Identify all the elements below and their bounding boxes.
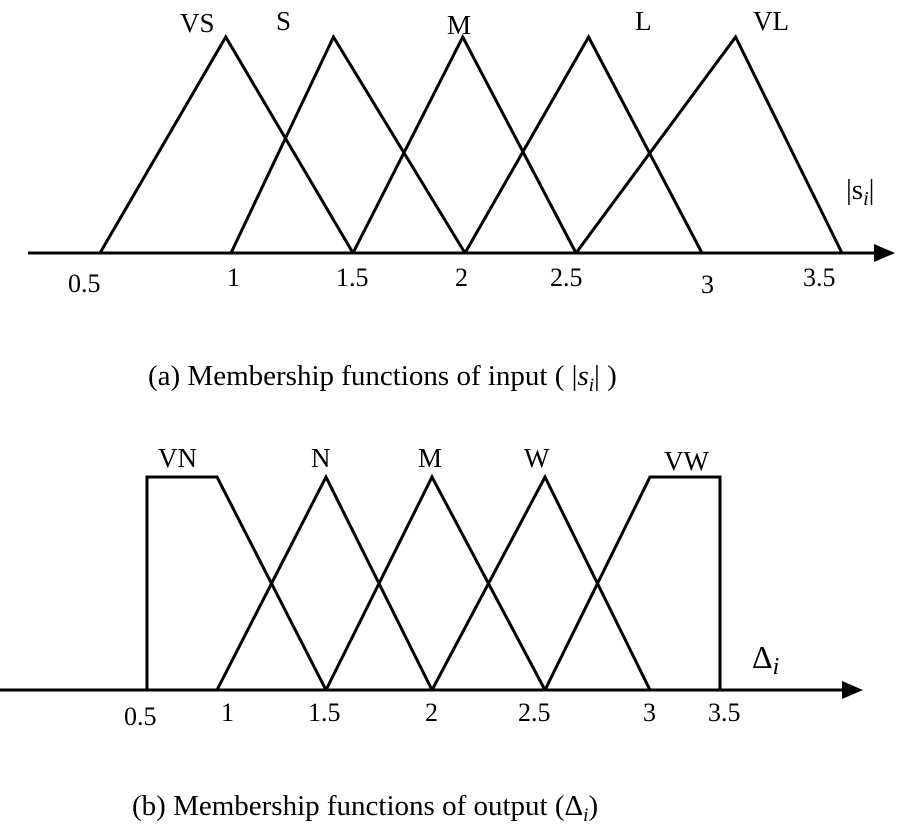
tick-label: 3.5: [708, 698, 741, 727]
tick-label: 1.5: [336, 263, 369, 292]
set-label-s: S: [276, 6, 291, 36]
axis-arrow-icon: [842, 681, 863, 699]
set-label-m: M: [447, 10, 471, 40]
axis-label: Δi: [752, 639, 779, 680]
input-chart: VS S M L VL |si| 0.5 1 1.5 2 2.5 3 3.5 (…: [28, 6, 895, 396]
membership-s: [229, 33, 467, 254]
tick-label: 2: [425, 698, 438, 727]
tick-label: 0.5: [124, 702, 157, 731]
set-label-l: L: [635, 6, 652, 36]
axis-arrow-icon: [874, 244, 895, 262]
membership-w: [430, 473, 652, 691]
tick-label: 2.5: [518, 698, 551, 727]
membership-m: [324, 473, 547, 691]
tick-label: 0.5: [68, 269, 101, 298]
output-chart: VN N M W VW Δi 0.5 1 1.5 2 2.5 3 3.5 (b)…: [0, 443, 863, 826]
axis-label: |si|: [846, 174, 874, 210]
membership-vn: [145, 475, 328, 691]
set-label-w: W: [524, 443, 550, 473]
set-label-vn: VN: [158, 443, 197, 473]
set-label-vw: VW: [664, 446, 709, 476]
membership-l: [463, 33, 704, 254]
membership-vl: [574, 34, 844, 254]
tick-label: 2: [455, 263, 468, 292]
caption-b: (b) Membership functions of output (Δi): [132, 790, 598, 826]
tick-label: 3.5: [803, 263, 836, 292]
membership-vs: [98, 34, 355, 254]
set-label-n: N: [311, 443, 331, 473]
set-label-vs: VS: [180, 8, 215, 38]
membership-vw: [543, 475, 722, 691]
tick-label: 3: [701, 270, 714, 299]
membership-m: [351, 33, 578, 254]
membership-n: [215, 473, 434, 691]
tick-label: 1.5: [308, 698, 341, 727]
caption-a: (a) Membership functions of input ( |si|…: [148, 360, 617, 396]
tick-label: 3: [643, 698, 656, 727]
set-label-m: M: [418, 443, 442, 473]
tick-label: 1: [227, 263, 240, 292]
tick-label: 1: [221, 698, 234, 727]
set-label-vl: VL: [753, 6, 789, 36]
tick-label: 2.5: [550, 263, 583, 292]
